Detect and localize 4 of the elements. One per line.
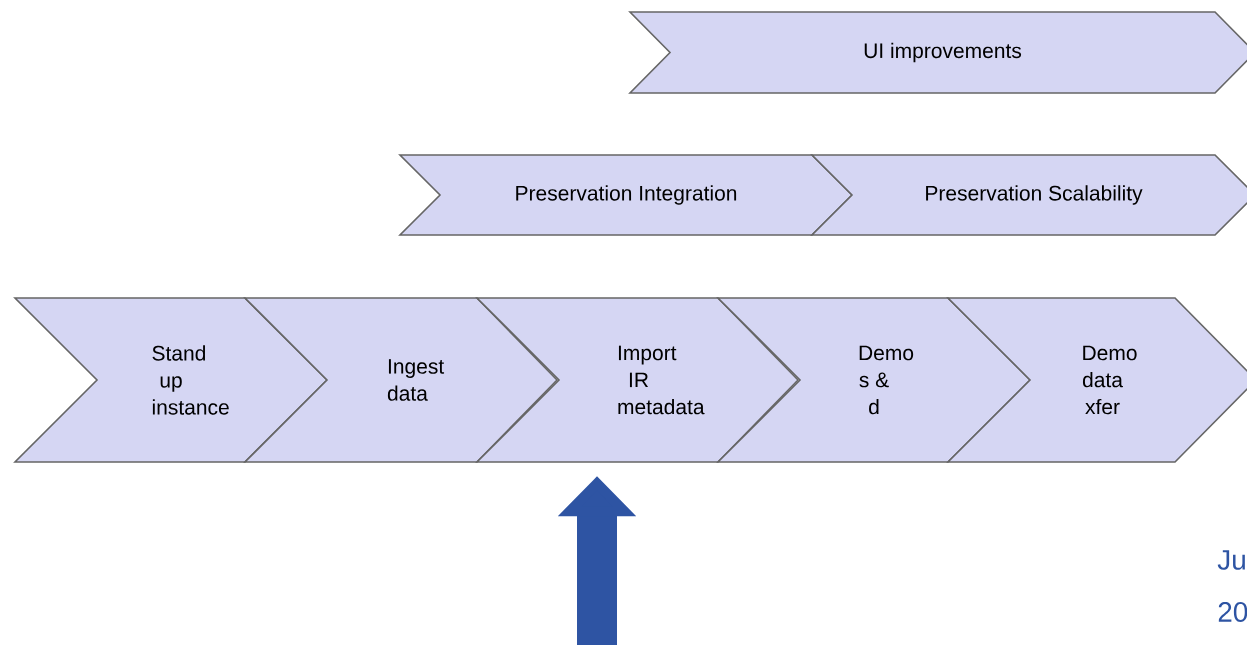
date-text: Ju: [1217, 550, 1245, 570]
node-label: Preservation Scalability: [926, 185, 1143, 205]
node-label: Demo data xfer: [1082, 345, 1137, 415]
date-text: 20: [1218, 602, 1247, 622]
